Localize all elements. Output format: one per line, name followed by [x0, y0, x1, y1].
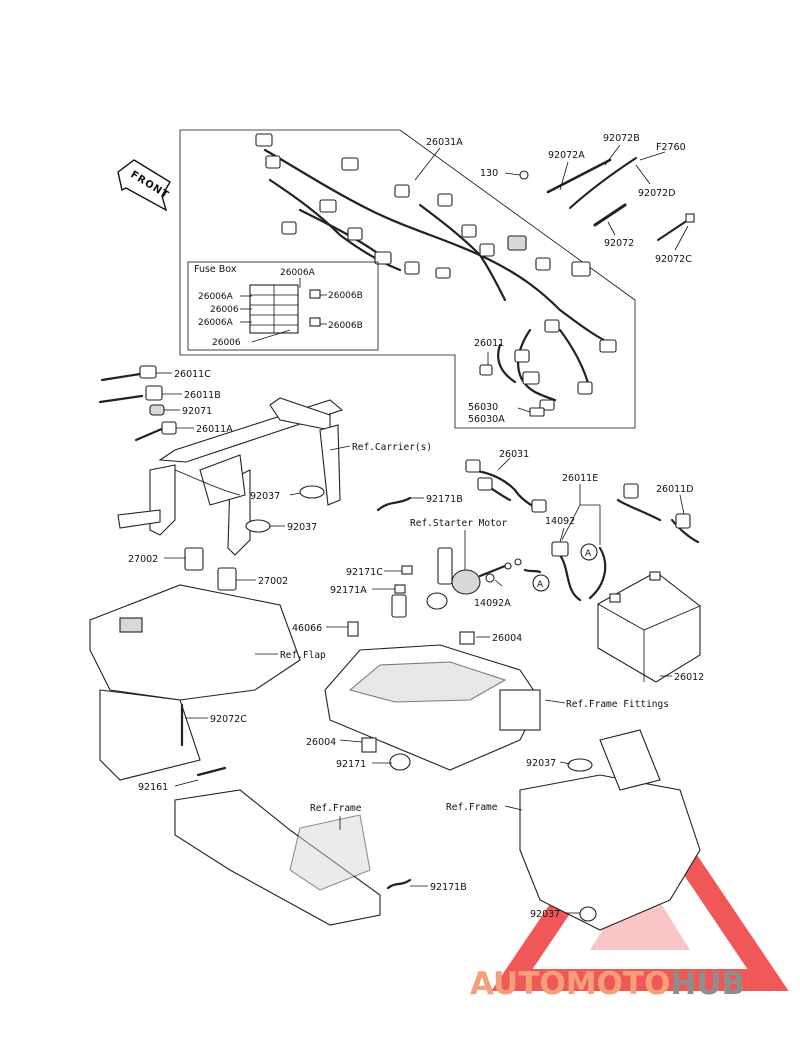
label-26031A: 26031A	[426, 137, 463, 148]
label-56030A: 56030A	[468, 414, 505, 425]
label-56030: 56030	[468, 402, 498, 413]
fuse-label-26006A-1: 26006A	[198, 292, 234, 302]
label-92072C-bot: 92072C	[210, 714, 247, 725]
label-26011E: 26011E	[562, 473, 598, 484]
label-92037-c: 92037	[526, 758, 556, 769]
ref-carrier: Ref.Carrier(s)	[352, 442, 432, 453]
label-92072B: 92072B	[603, 133, 640, 144]
label-27002-b: 27002	[258, 576, 288, 587]
sub-harness-26031	[465, 459, 547, 513]
fuse-box-inset: Fuse Box 26006A 26006A 26006 26006A 2600…	[187, 261, 379, 351]
lower-right-frame	[519, 729, 701, 931]
label-92072D: 92072D	[638, 188, 676, 199]
watermark-part2: HUB	[670, 966, 745, 1002]
label-92037-a: 92037	[250, 491, 280, 502]
grommet-92037-a	[299, 485, 325, 499]
label-92161: 92161	[138, 782, 168, 793]
clip-92171B	[376, 496, 412, 512]
front-arrow-icon: FRONT	[117, 159, 171, 212]
fuse-label-26006B-2: 26006B	[328, 321, 363, 331]
label-92037-d: 92037	[530, 909, 560, 920]
label-27002-a: 27002	[128, 554, 158, 565]
ref-frame-fittings: Ref.Frame Fittings	[566, 699, 669, 710]
label-92072A: 92072A	[548, 150, 585, 161]
label-14092A: 14092A	[474, 598, 511, 609]
label-26011D: 26011D	[656, 484, 694, 495]
svg-text:AUTOMOTOHUB: AUTOMOTOHUB	[470, 966, 745, 1002]
part-labels: 26031A 92072A 92072B F2760 130 92072D 92…	[128, 133, 704, 920]
harness-outline	[179, 129, 636, 429]
grommet-92037-b	[245, 519, 271, 533]
callout-a1: A	[537, 580, 544, 590]
label-14092: 14092	[545, 516, 575, 527]
flap-floor	[89, 547, 301, 781]
watermark-part1: AUTOMOTO	[470, 966, 670, 1002]
label-26012: 26012	[674, 672, 704, 683]
carrier-frame	[117, 397, 344, 556]
label-F2760: F2760	[656, 142, 686, 153]
label-92171B-b: 92171B	[430, 882, 467, 893]
lower-left-frame	[174, 766, 412, 926]
fuse-label-26006A-top: 26006A	[280, 268, 316, 278]
starter-relay-group: A	[426, 547, 550, 610]
label-26011B: 26011B	[184, 390, 221, 401]
battery-tray-frame	[324, 565, 541, 771]
label-26011A: 26011A	[196, 424, 233, 435]
main-harness-26031A	[255, 133, 617, 417]
fuse-label-26006A-2: 26006A	[198, 318, 234, 328]
leader-lines	[156, 144, 689, 914]
ref-starter-motor: Ref.Starter Motor	[410, 518, 508, 529]
label-92171: 92171	[336, 759, 366, 770]
label-92071: 92071	[182, 406, 212, 417]
label-92072: 92072	[604, 238, 634, 249]
ref-frame-b: Ref.Frame	[446, 802, 498, 813]
label-92037-b: 92037	[287, 522, 317, 533]
label-92171C: 92171C	[346, 567, 383, 578]
label-26004-a: 26004	[492, 633, 522, 644]
fuse-label-26006B-1: 26006B	[328, 291, 363, 301]
label-26011C: 26011C	[174, 369, 211, 380]
label-46066: 46066	[292, 623, 322, 634]
fuse-label-26006-2: 26006	[212, 338, 241, 348]
label-26031: 26031	[499, 449, 529, 460]
fuse-label-26006-1: 26006	[210, 305, 239, 315]
fuse-box-title: Fuse Box	[194, 264, 237, 275]
callout-a2: A	[585, 549, 592, 559]
sensors-left	[98, 365, 177, 442]
watermark-text: AUTOMOTOHUB	[470, 966, 745, 1002]
label-92171B-a: 92171B	[426, 494, 463, 505]
ref-flap: Ref.Flap	[280, 650, 326, 661]
battery-26012: A	[551, 483, 701, 683]
label-92072C-top: 92072C	[655, 254, 692, 265]
cable-ties	[519, 157, 695, 241]
label-92171A: 92171A	[330, 585, 367, 596]
label-26004-b: 26004	[306, 737, 336, 748]
label-26011: 26011	[474, 338, 504, 349]
ref-frame-a: Ref.Frame	[310, 803, 362, 814]
label-130: 130	[480, 168, 498, 179]
